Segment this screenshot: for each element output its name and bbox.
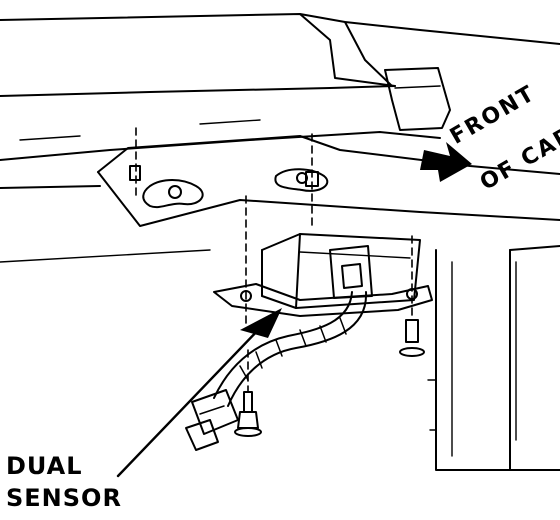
dual-label: DUAL [6,452,83,480]
alignment-lines [135,127,413,393]
dual-sensor-callout-arrow [116,324,264,478]
mounting-flange [213,283,433,317]
floor-pan [0,135,560,263]
upper-bracket [384,67,451,131]
bolts [129,165,425,437]
harness-connector [185,389,239,451]
sensor-label: SENSOR [6,484,122,512]
wiring-harness [213,291,368,407]
callout-arrowhead [240,308,282,338]
front-direction-arrow [420,142,472,182]
right-side-panel [427,245,560,471]
